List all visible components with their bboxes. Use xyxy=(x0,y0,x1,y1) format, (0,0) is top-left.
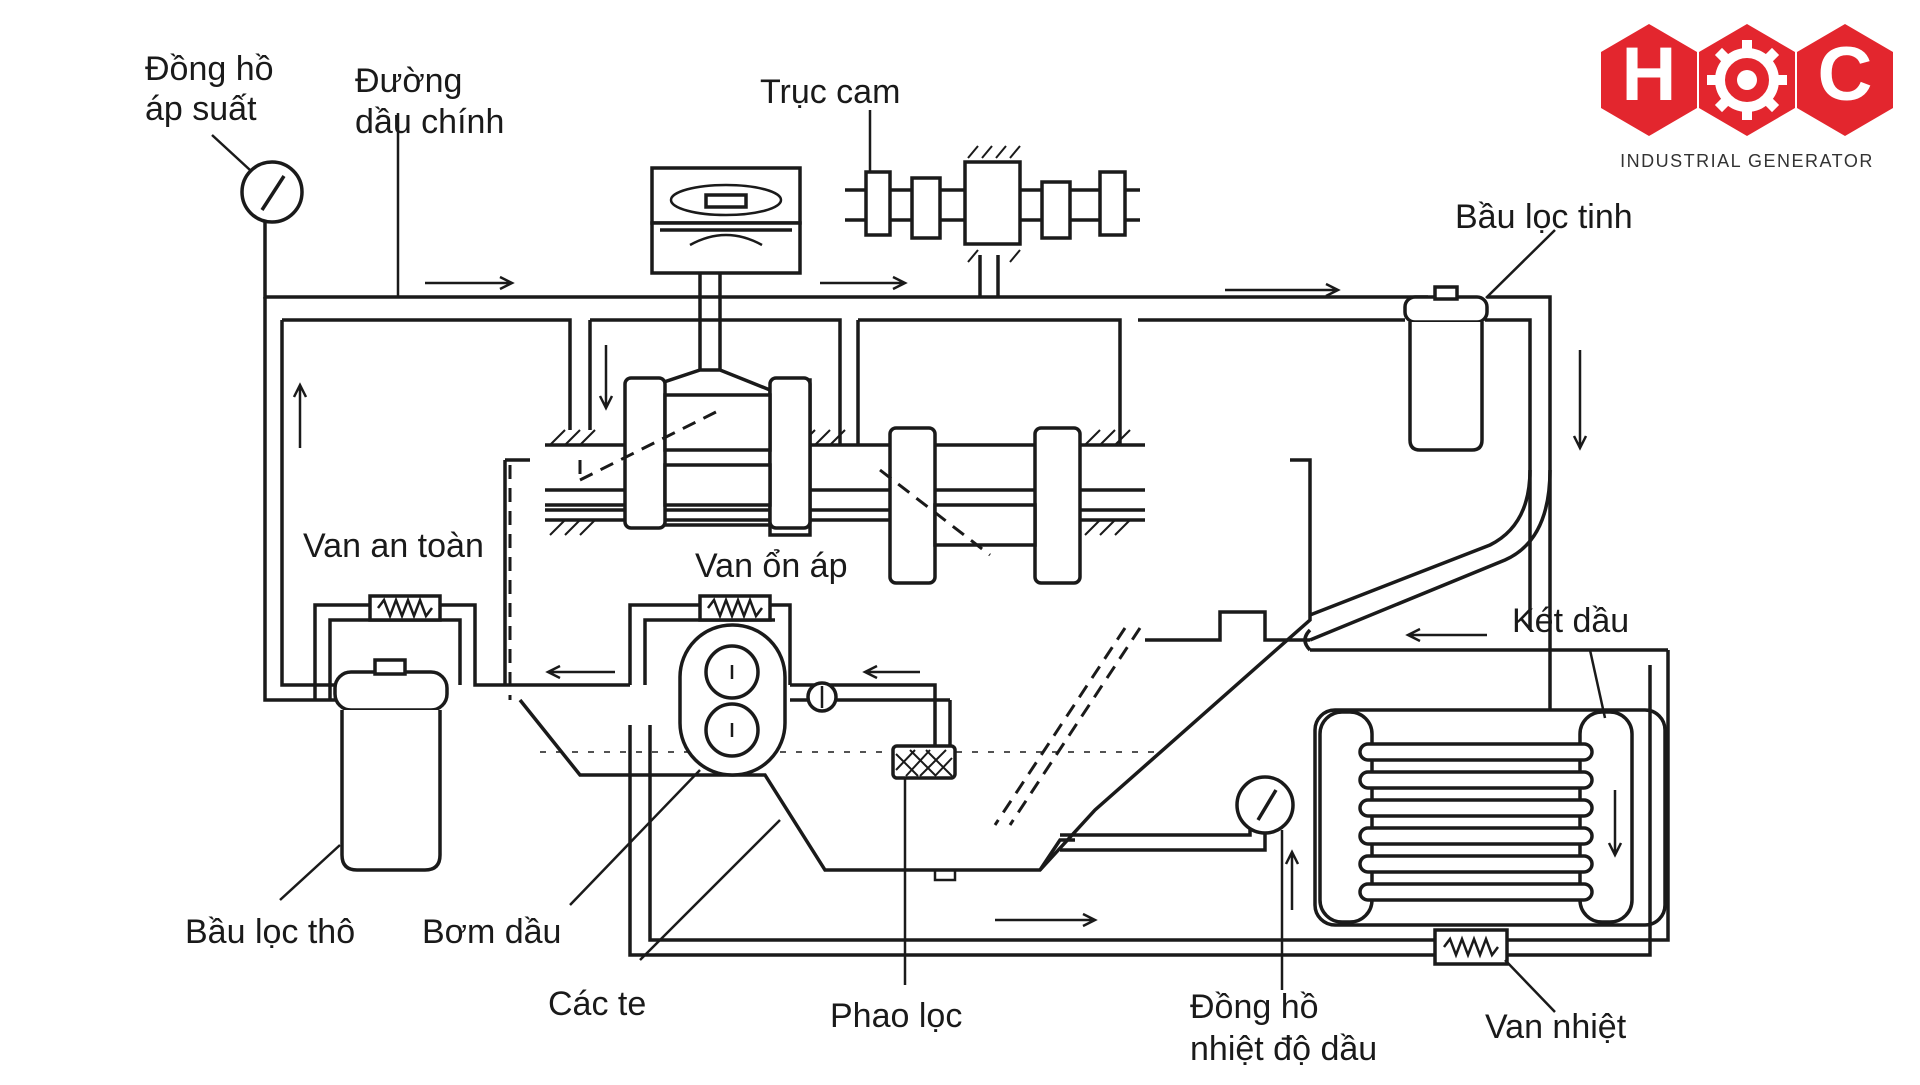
dipstick xyxy=(993,610,1310,826)
flow-arrows xyxy=(292,275,1623,928)
label-regulator-valve: Van ổn áp xyxy=(695,547,848,585)
regulator-valve xyxy=(698,594,772,622)
temperature-gauge xyxy=(1235,775,1295,990)
coarse-filter xyxy=(279,658,449,901)
label-thermal-valve: Van nhiệt xyxy=(1485,1008,1627,1046)
oil-piping xyxy=(263,213,1670,957)
logo-letter-c: C xyxy=(1818,32,1873,117)
logo-letter-h: H xyxy=(1622,32,1677,117)
hoc-logo: H C INDUSTRIAL GENERATOR xyxy=(1601,24,1893,171)
label-float-filter: Phao lọc xyxy=(830,997,962,1035)
leader-lines xyxy=(396,110,872,961)
label-pressure-gauge-2: áp suất xyxy=(145,90,257,128)
oil-cooler xyxy=(1313,649,1667,927)
thermal-valve xyxy=(1433,928,1556,1013)
oil-pump xyxy=(569,623,838,906)
label-camshaft: Trục cam xyxy=(760,73,900,111)
float-filter xyxy=(891,744,957,985)
safety-valve xyxy=(368,594,442,622)
label-coarse-filter: Bầu lọc thô xyxy=(185,913,355,951)
pressure-gauge xyxy=(211,134,304,224)
label-pressure-gauge-1: Đồng hồ xyxy=(145,50,274,88)
fine-filter xyxy=(1403,229,1556,452)
label-oil-cooler: Két dầu xyxy=(1512,602,1629,640)
label-main-oil-line-1: Đường xyxy=(355,62,462,100)
camshaft xyxy=(845,145,1140,263)
piston xyxy=(650,166,802,275)
label-temp-gauge-1: Đồng hồ xyxy=(1190,988,1319,1026)
label-oil-pump: Bơm dầu xyxy=(422,913,561,951)
crankshaft xyxy=(508,368,1145,700)
gear-teeth xyxy=(1707,40,1787,120)
label-fine-filter: Bầu lọc tinh xyxy=(1455,198,1633,236)
gear-icon xyxy=(1715,48,1779,112)
label-temp-gauge-2: nhiệt độ dầu xyxy=(1190,1030,1377,1068)
logo-tagline: INDUSTRIAL GENERATOR xyxy=(1620,151,1874,171)
labels: Đồng hồ áp suất Đường dầu chính Trục cam… xyxy=(145,50,1633,1068)
label-safety-valve: Van an toàn xyxy=(303,527,484,565)
label-oil-pan: Các te xyxy=(548,985,646,1023)
label-main-oil-line-2: dầu chính xyxy=(355,103,504,141)
